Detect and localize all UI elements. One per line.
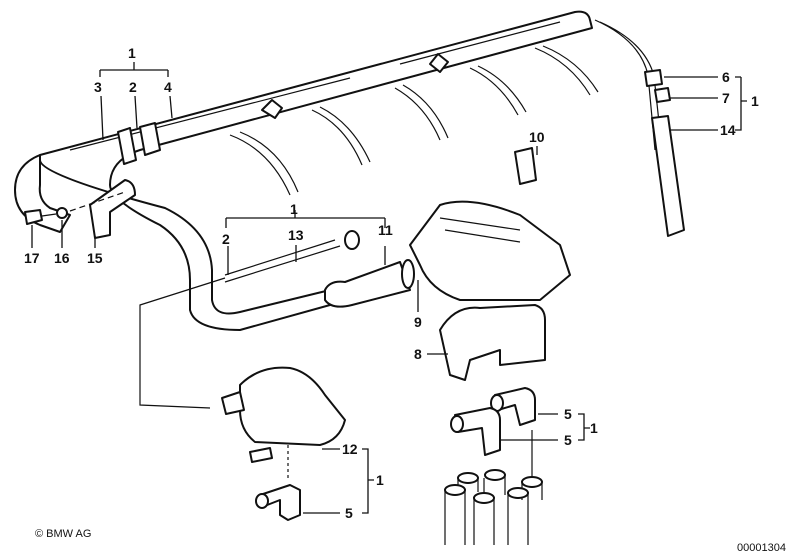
callout-14: 14 [720,122,736,138]
spark-plug-connectors [255,387,536,521]
callout-2-mid: 2 [222,231,230,247]
callout-9: 9 [414,314,422,330]
callout-1-mid: 1 [290,201,298,217]
callout-3: 3 [94,79,102,95]
callout-1-lower: 1 [376,472,384,488]
callout-8: 8 [414,346,422,362]
callout-1-plugs: 1 [590,420,598,436]
vacuum-hose [139,230,415,409]
callout-10: 10 [529,129,545,145]
callout-2-top: 2 [129,79,137,95]
image-number: 00001304 [737,542,786,554]
callout-15: 15 [87,250,103,266]
callout-4: 4 [164,79,172,95]
distributor-cap [409,200,571,301]
callout-7: 7 [722,90,730,106]
coil-lead [594,19,685,237]
clip-10 [514,147,537,185]
callout-13: 13 [288,227,304,243]
copyright-text: © BMW AG [35,528,91,540]
callout-12: 12 [342,441,358,457]
callout-1-right: 1 [751,93,759,109]
lower-cap [221,366,346,478]
rotor-cover [439,304,546,381]
callout-6: 6 [722,69,730,85]
callout-5-b: 5 [564,432,572,448]
callout-11: 11 [378,222,393,238]
callout-16: 16 [54,250,70,266]
callout-labels: 1 3 2 4 6 7 1 14 10 17 16 15 1 2 13 11 9… [24,45,759,521]
leader-lines [31,62,747,514]
callout-17: 17 [24,250,40,266]
callout-5-lower: 5 [345,505,353,521]
callout-1-top: 1 [128,45,136,61]
plug-wire-bundle [444,430,543,545]
bolt-bracket [24,179,136,239]
branch-leads [229,45,599,196]
callout-5-a: 5 [564,406,572,422]
